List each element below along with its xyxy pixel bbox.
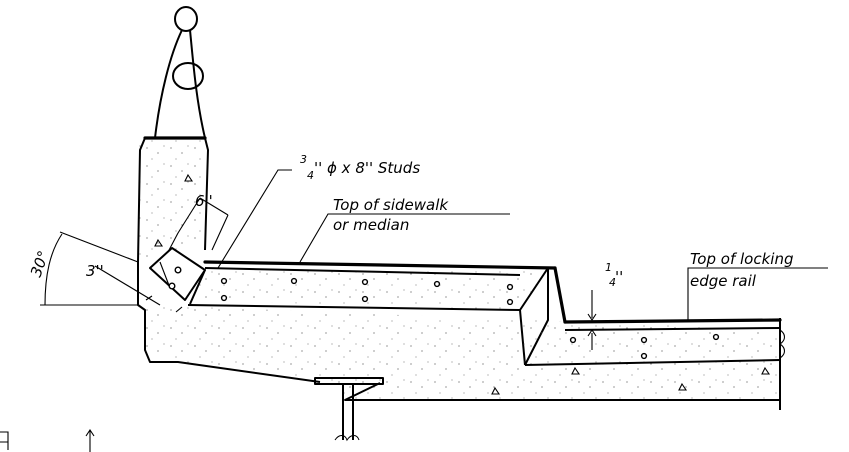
dimension-30-deg: 30° (27, 231, 139, 306)
sidewalk-slab (187, 260, 557, 311)
rail-label-1: Top of locking (690, 250, 793, 268)
deck-slab (137, 262, 786, 410)
dimension-6-in: 6'' (167, 192, 229, 253)
dimension-3-in: 3'' (86, 262, 161, 306)
barrier-curb (137, 136, 209, 263)
sidewalk-label-1: Top of sidewalk (333, 196, 449, 214)
dimension-quarter-in: 1 4 '' (587, 261, 623, 350)
quarter-label: '' (615, 268, 623, 286)
edge-fragments (0, 429, 95, 452)
quarter-sub: 4 (609, 276, 616, 289)
rail-top-tube (174, 6, 198, 32)
three-inch-label: 3'' (86, 262, 104, 280)
sidewalk-label-2: or median (333, 216, 409, 234)
aggregate-mark (184, 173, 194, 182)
rail-callout: Top of locking edge rail (687, 250, 828, 320)
railing (154, 6, 206, 139)
aggregate-mark (154, 238, 164, 247)
studs-sup: 3 (300, 153, 307, 166)
studs-callout: 3 4 '' ϕ x 8'' Studs (217, 153, 420, 269)
quarter-sup: 1 (605, 261, 612, 274)
rail-mid-tube (172, 62, 204, 90)
six-inch-label: 6'' (195, 192, 213, 210)
steel-beam (314, 377, 384, 442)
studs-sub: 4 (307, 169, 314, 182)
angle-label: 30° (27, 248, 53, 279)
sidewalk-callout: Top of sidewalk or median (299, 196, 510, 263)
studs-label: '' ϕ x 8'' Studs (314, 159, 420, 177)
rail-label-2: edge rail (690, 272, 757, 290)
